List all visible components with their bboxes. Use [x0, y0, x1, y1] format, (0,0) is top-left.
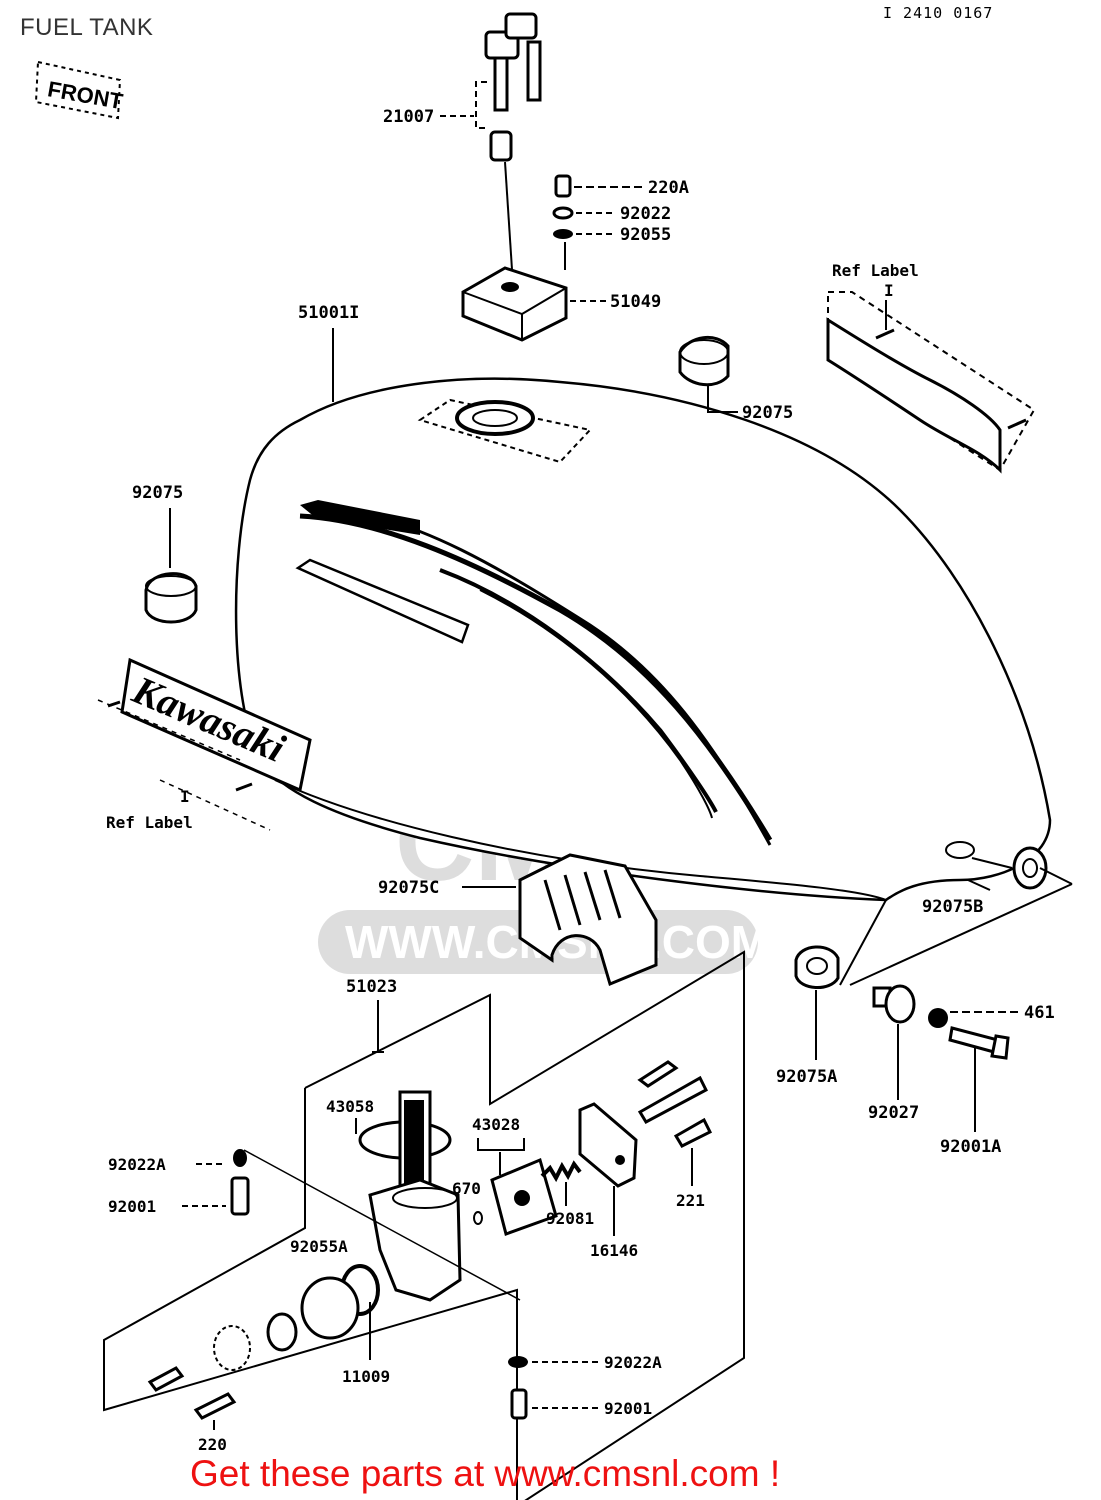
- damper-left: [144, 572, 198, 624]
- label-51049: 51049: [610, 292, 661, 312]
- label-43028: 43028: [472, 1115, 520, 1134]
- label-43058: 43058: [326, 1097, 374, 1116]
- label-92075-top: 92075: [742, 403, 793, 423]
- label-92075-left: 92075: [132, 483, 183, 503]
- label-92022: 92022: [620, 204, 671, 224]
- damper-b: [839, 846, 1073, 986]
- label-16146: 16146: [590, 1241, 638, 1260]
- label-ref-left-num: I: [180, 787, 190, 806]
- cock-cover: [578, 1102, 638, 1236]
- label-220a: 220A: [648, 178, 689, 198]
- label-51001i: 51001I: [298, 303, 359, 323]
- ref-label-right-decal: [826, 291, 1036, 474]
- label-92022a-left: 92022A: [108, 1155, 166, 1174]
- label-92055: 92055: [620, 225, 671, 245]
- key-set: [475, 12, 542, 286]
- screw-220: [147, 1366, 237, 1430]
- filter-and-orings: [213, 1264, 380, 1371]
- cap-screw-220a: [552, 174, 644, 270]
- label-ref-right: Ref Label: [832, 261, 919, 280]
- front-decal-text: FRONT: [46, 76, 126, 114]
- fuel-cock-body: [358, 1090, 462, 1302]
- label-ref-left: Ref Label: [106, 813, 193, 832]
- lever-plate: [490, 1152, 558, 1236]
- bolt-washer-left: [182, 1149, 521, 1301]
- footer-promo-text[interactable]: Get these parts at www.cmsnl.com !: [190, 1453, 781, 1494]
- page-title: FUEL TANK: [20, 14, 154, 41]
- label-461: 461: [1024, 1003, 1055, 1023]
- label-92075c: 92075C: [378, 878, 439, 898]
- label-92001-bottom: 92001: [604, 1399, 652, 1418]
- fuel-tank-body: [234, 377, 1052, 902]
- damper-top: [678, 336, 738, 413]
- label-220: 220: [198, 1435, 227, 1454]
- collar-nut-bolt: [872, 984, 1020, 1132]
- damper-c: [462, 853, 658, 987]
- label-11009: 11009: [342, 1367, 390, 1386]
- label-92081: 92081: [546, 1209, 594, 1228]
- label-670: 670: [452, 1179, 481, 1198]
- label-92022a-bottom: 92022A: [604, 1353, 662, 1372]
- spring: [540, 1160, 582, 1206]
- front-decal: FRONT: [34, 60, 126, 120]
- fuel-cock-frame: [103, 950, 745, 1500]
- diagram-reference-code: I 2410 0167: [883, 4, 994, 22]
- label-92075a: 92075A: [776, 1067, 837, 1087]
- fuel-cap: [461, 266, 606, 342]
- label-92001a: 92001A: [940, 1137, 1001, 1157]
- label-92001-left: 92001: [108, 1197, 156, 1216]
- label-51023: 51023: [346, 977, 397, 997]
- label-221: 221: [676, 1191, 705, 1210]
- screws-221: [637, 1060, 713, 1186]
- bolt-washer-bottom: [508, 1356, 600, 1420]
- label-92075b: 92075B: [922, 897, 983, 917]
- damper-a: [794, 945, 840, 1060]
- label-92027: 92027: [868, 1103, 919, 1123]
- label-21007: 21007: [383, 107, 434, 127]
- label-ref-right-num: I: [884, 281, 894, 300]
- label-92055a: 92055A: [290, 1237, 348, 1256]
